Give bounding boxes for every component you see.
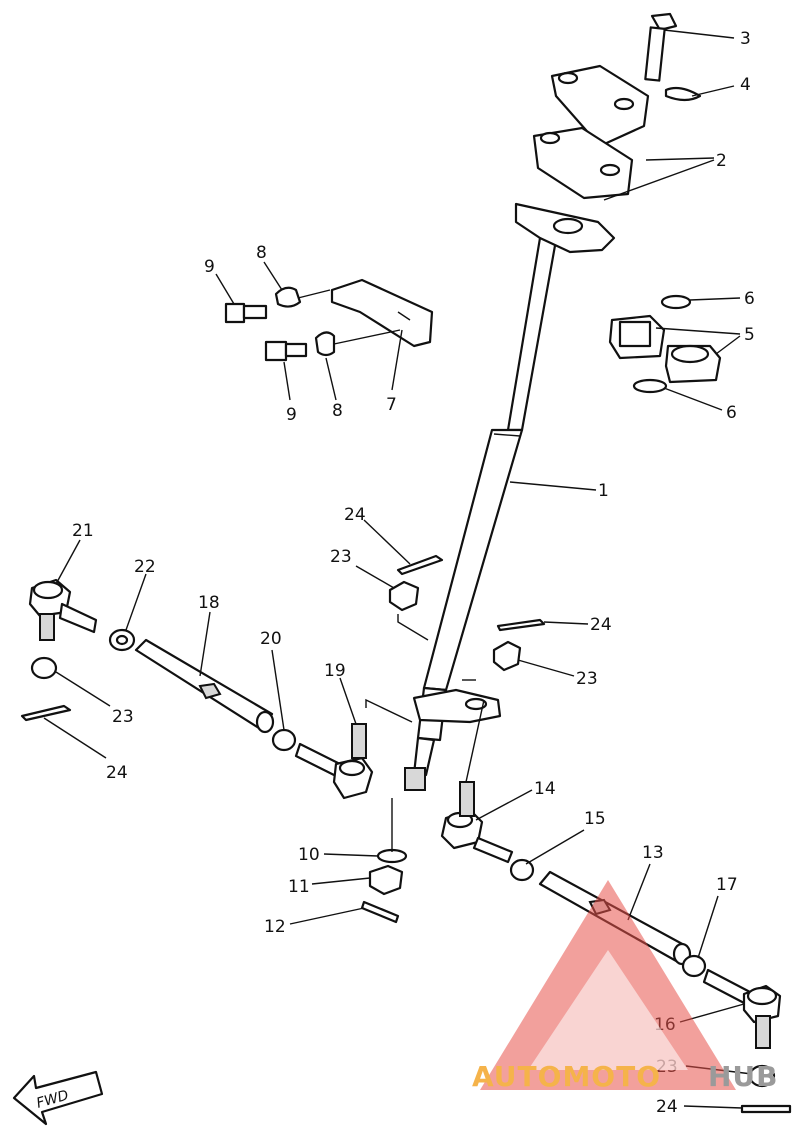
handlebar-holder-lower <box>532 126 634 200</box>
column-threaded-end <box>404 767 426 791</box>
handlebar-holder-upper <box>550 64 650 148</box>
tie-rod-end-16 <box>702 968 782 1049</box>
label-part-5: 5 <box>744 325 755 345</box>
bolt-9b <box>264 340 308 362</box>
tie-rod-18 <box>134 638 275 734</box>
label-part-23b: 23 <box>330 547 352 567</box>
label-part-22: 22 <box>134 557 156 577</box>
watermark-text-primary: AUTOMOTO <box>472 1060 661 1093</box>
column-bushing-5a <box>608 314 666 360</box>
column-bracket-7 <box>330 278 434 348</box>
cotter-pin-24a <box>20 704 72 722</box>
label-part-12: 12 <box>264 917 286 937</box>
watermark: AUTOMOTO HUB <box>472 880 779 1093</box>
bolt-9a <box>224 302 268 324</box>
label-part-24c: 24 <box>590 615 612 635</box>
label-part-2: 2 <box>716 151 727 171</box>
label-part-8b: 8 <box>332 401 343 421</box>
label-part-24b: 24 <box>344 505 366 525</box>
label-part-18: 18 <box>198 593 220 613</box>
label-part-14: 14 <box>534 779 556 799</box>
tie-rod-end-19 <box>294 723 374 800</box>
washer-6b <box>632 378 668 394</box>
cotter-pin-24c <box>496 618 546 632</box>
nut-17 <box>681 954 707 978</box>
label-part-21: 21 <box>72 521 94 541</box>
nut-20 <box>271 728 297 752</box>
label-part-7: 7 <box>386 395 397 415</box>
label-part-24d: 24 <box>656 1097 678 1117</box>
label-part-10: 10 <box>298 845 320 865</box>
label-part-4: 4 <box>740 75 751 95</box>
label-part-17: 17 <box>716 875 738 895</box>
washer-6a <box>660 294 692 310</box>
column-bushing-5b <box>664 344 722 384</box>
label-part-9a: 9 <box>204 257 215 277</box>
label-part-6a: 6 <box>744 289 755 309</box>
label-part-23a: 23 <box>112 707 134 727</box>
label-part-1: 1 <box>598 481 609 501</box>
washer-4 <box>664 86 702 102</box>
cotter-pin-24b <box>396 554 444 576</box>
label-part-11: 11 <box>288 877 310 897</box>
label-part-8a: 8 <box>256 243 267 263</box>
tie-rod-end-14 <box>440 781 514 864</box>
nut-23b <box>388 580 420 612</box>
cotter-pin-12 <box>360 900 400 924</box>
nut-15 <box>509 858 535 882</box>
nut-23d <box>748 1064 776 1088</box>
tie-rod-end-21 <box>28 578 98 641</box>
column-top-flange <box>514 202 616 254</box>
watermark-text-secondary: HUB <box>708 1060 779 1093</box>
label-part-6b: 6 <box>726 403 737 423</box>
label-part-20: 20 <box>260 629 282 649</box>
label-part-15: 15 <box>584 809 606 829</box>
cotter-pin-24d <box>740 1104 792 1114</box>
label-part-24a: 24 <box>106 763 128 783</box>
bolt-3 <box>644 12 678 82</box>
label-part-19: 19 <box>324 661 346 681</box>
lock-plate-8a <box>274 286 302 308</box>
nut-22 <box>108 628 136 652</box>
forward-arrow-icon: FWD <box>12 1070 104 1126</box>
label-part-23c: 23 <box>576 669 598 689</box>
lock-plate-8b <box>314 331 336 357</box>
nut-23a <box>30 656 58 680</box>
pitman-arm <box>412 679 502 724</box>
label-part-13: 13 <box>642 843 664 863</box>
nut-11 <box>368 864 404 896</box>
nut-23c <box>492 640 522 672</box>
label-part-9b: 9 <box>286 405 297 425</box>
label-part-3: 3 <box>740 29 751 49</box>
